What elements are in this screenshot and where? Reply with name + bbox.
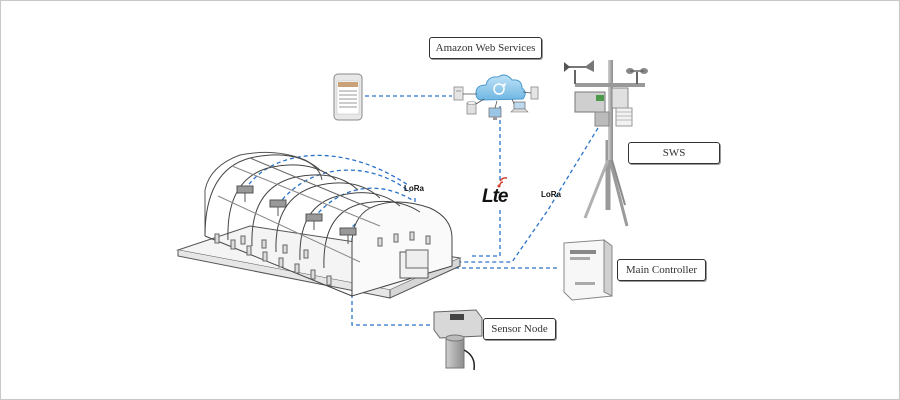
sensor-node-icon xyxy=(433,309,483,371)
server-icon xyxy=(530,86,539,100)
sws-label: SWS xyxy=(628,142,720,164)
monitor-icon xyxy=(488,107,502,120)
cloud-icon xyxy=(475,74,526,101)
laptop-icon xyxy=(510,101,529,113)
aws-label: Amazon Web Services xyxy=(429,37,542,59)
smartphone-icon xyxy=(333,73,363,121)
lora-label-sws: LoRa xyxy=(541,190,561,199)
main-controller-label: Main Controller xyxy=(617,259,706,281)
signal-icon xyxy=(497,177,508,188)
weather-station-icon xyxy=(564,60,648,227)
sws-lora-link xyxy=(458,127,599,263)
lora-label-greenhouse: LoRa xyxy=(404,184,424,193)
greenhouse-icon xyxy=(176,151,462,299)
sensor-node-icon xyxy=(269,199,287,216)
lte-label: Lte xyxy=(482,186,508,207)
sensor-node-icon xyxy=(339,227,357,244)
sensor-node-icon xyxy=(236,185,254,202)
database-icon xyxy=(466,101,477,115)
sensor-node-label: Sensor Node xyxy=(483,318,556,340)
arch-link-3 xyxy=(313,187,413,219)
controller-box-icon xyxy=(563,239,613,301)
lte-to-controller-link xyxy=(470,210,501,257)
arch-link-2 xyxy=(277,169,411,206)
server-icon xyxy=(453,86,464,101)
cloud-connectors xyxy=(463,91,532,109)
arch-link-1 xyxy=(244,154,409,191)
sensor-node-icon xyxy=(305,213,323,230)
